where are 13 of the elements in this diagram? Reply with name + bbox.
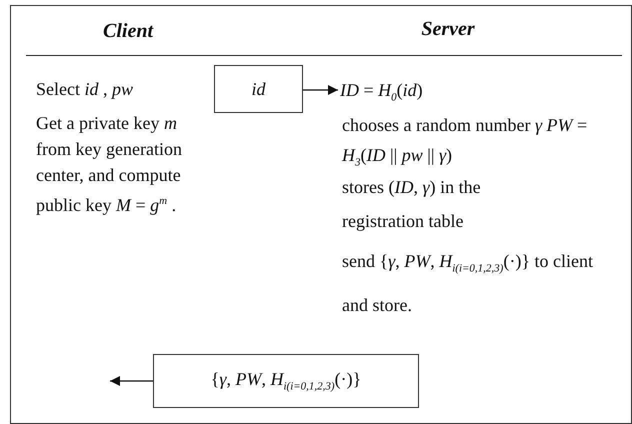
- arrow: [110, 376, 153, 386]
- column-heading: Server: [420, 17, 476, 42]
- message-box: [214, 65, 303, 113]
- message-box: [153, 354, 419, 408]
- formula-text: ID = H$_{0}$(id): [340, 76, 490, 104]
- step-text: Get a private key m from key generation center, and compute public key M = g$^{m}$ .: [36, 112, 183, 217]
- step-text: Select id , pw: [36, 78, 134, 101]
- arrow: [303, 85, 338, 95]
- step-text: chooses a random number γ PW = H$_{3}$(ID || pw || γ): [342, 114, 588, 171]
- step-text: send {γ, PW, H$_{i(i=0,1,2,3)}$(·)} to client and store.: [342, 250, 594, 317]
- message-text: {γ, PW, H$_{i(i=0,1,2,3)}$(·)}: [210, 369, 362, 393]
- column-heading: Client: [102, 19, 154, 44]
- message-text: id: [251, 78, 266, 100]
